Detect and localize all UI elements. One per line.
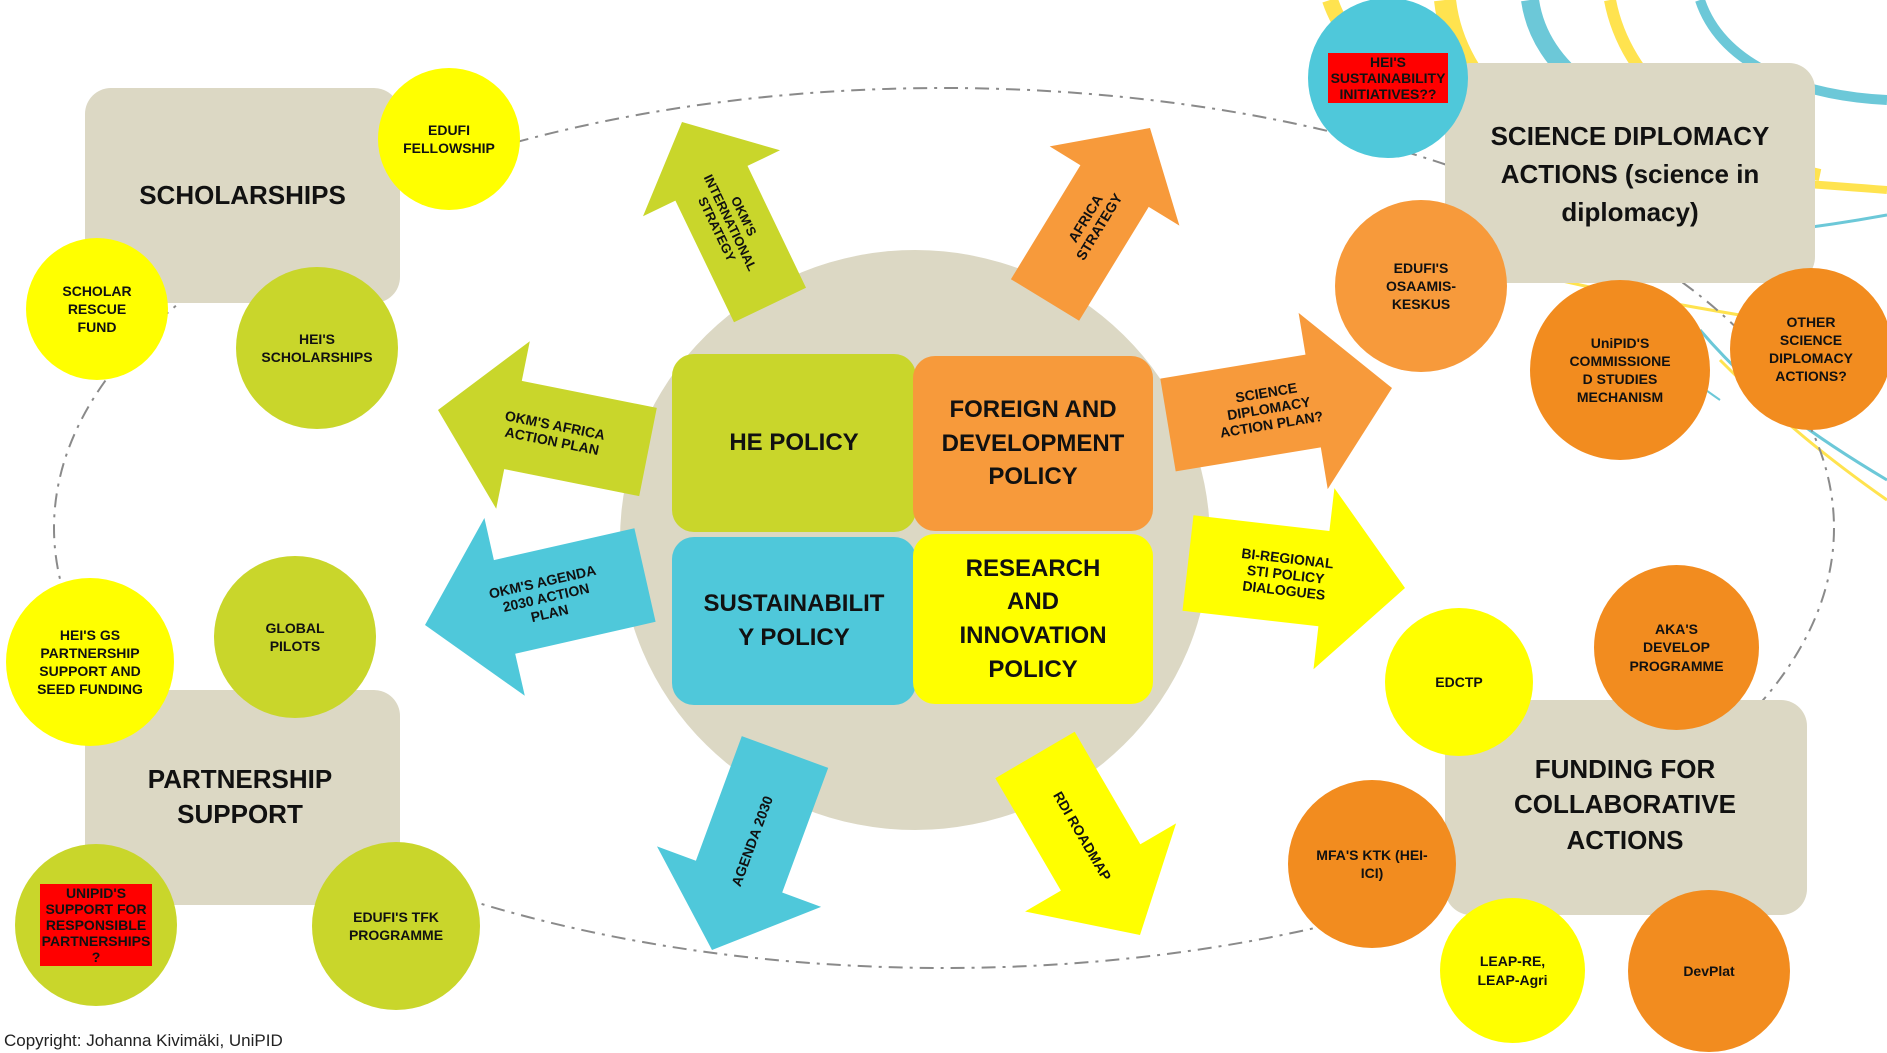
edufi-osaamiskeskus-circle: EDUFI'S OSAAMIS- KESKUS — [1335, 200, 1507, 372]
leap-circle: LEAP-RE, LEAP-Agri — [1440, 898, 1585, 1043]
arrow-okm-africa-action-plan — [438, 341, 657, 509]
hei-sustainability-circle: HEI'S SUSTAINABILITY INITIATIVES?? — [1308, 0, 1468, 158]
arrow-agenda-2030 — [657, 736, 829, 950]
arrow-africa-strategy — [1010, 128, 1180, 321]
funding-title: FUNDING FOR COLLABORATIVE ACTIONS — [1514, 754, 1736, 855]
he-policy: HE POLICY — [672, 354, 916, 532]
arrow-okm-africa-action-plan-label: OKM'S AFRICAACTION PLAN — [501, 407, 607, 458]
sustainability-policy: SUSTAINABILIT Y POLICY — [672, 537, 916, 705]
mfa-ktk-circle: MFA'S KTK (HEI- ICI) — [1288, 780, 1456, 948]
arrow-science-diplomacy-action-plan — [1160, 312, 1392, 490]
hei-gs-partnership-circle: HEI'S GS PARTNERSHIP SUPPORT AND SEED FU… — [6, 578, 174, 746]
unipid-commissioned-circle: UniPID'S COMMISSIONE D STUDIES MECHANISM — [1530, 280, 1710, 460]
arrow-okm-international-strategy — [643, 122, 806, 323]
copyright-text: Copyright: Johanna Kivimäki, UniPID — [4, 1031, 283, 1050]
arrow-bi-regional-sti-label: BI-REGIONALSTI POLICYDIALOGUES — [1237, 545, 1335, 604]
research-innovation-policy: RESEARCH AND INNOVATION POLICY — [913, 534, 1153, 704]
edufi-fellowship-circle: EDUFI FELLOWSHIP — [378, 68, 520, 210]
other-science-diplomacy-circle: OTHER SCIENCE DIPLOMACY ACTIONS? — [1730, 268, 1887, 430]
science-diplomacy-title: SCIENCE DIPLOMACY ACTIONS (science in di… — [1490, 121, 1770, 227]
edctp-circle: EDCTP — [1385, 608, 1533, 756]
devplat-circle: DevPlat — [1628, 890, 1790, 1052]
aka-develop-circle: AKA'S DEVELOP PROGRAMME — [1594, 565, 1759, 730]
hei-sustainability-label: HEI'S SUSTAINABILITY INITIATIVES?? — [1327, 52, 1449, 104]
unipid-support-label: UNIPID'S SUPPORT FOR RESPONSIBLE PARTNER… — [39, 883, 153, 967]
hei-scholarships-circle: HEI'S SCHOLARSHIPS — [236, 267, 398, 429]
arrow-bi-regional-sti — [1182, 488, 1405, 670]
unipid-support-circle: UNIPID'S SUPPORT FOR RESPONSIBLE PARTNER… — [15, 844, 177, 1006]
scholar-rescue-fund-circle: SCHOLAR RESCUE FUND — [26, 238, 168, 380]
global-pilots-circle: GLOBAL PILOTS — [214, 556, 376, 718]
arrow-rdi-roadmap — [995, 731, 1177, 935]
edufi-tfk-circle: EDUFI'S TFK PROGRAMME — [312, 842, 480, 1010]
arrow-okm-agenda-2030-action-plan — [425, 518, 656, 696]
foreign-development-policy: FOREIGN AND DEVELOPMENT POLICY — [913, 356, 1153, 531]
science-diplomacy-panel — [1445, 63, 1815, 283]
dashed-ellipse — [53, 87, 1835, 969]
partnership-title: PARTNERSHIP SUPPORT — [147, 763, 333, 829]
scholarships-title: SCHOLARSHIPS — [139, 179, 346, 210]
